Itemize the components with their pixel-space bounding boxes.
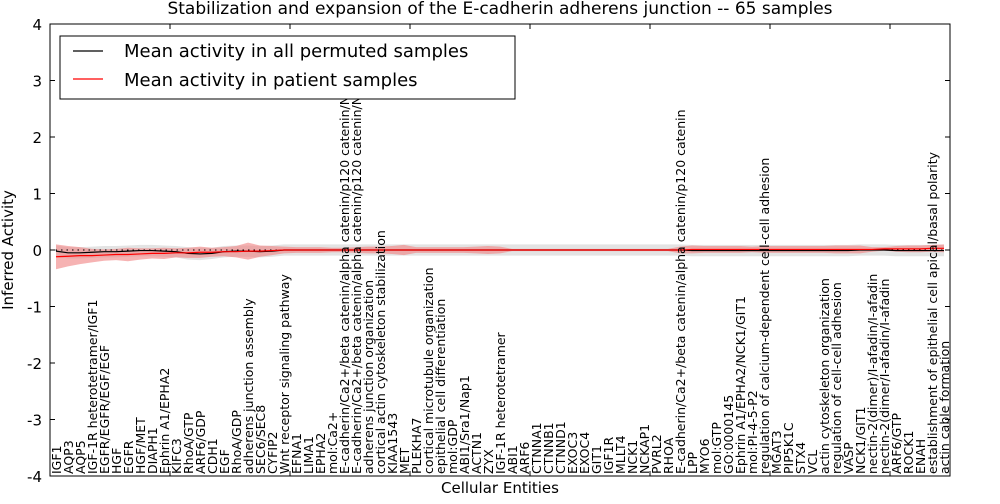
- x-tick-label: RhoA/GTP: [181, 412, 196, 474]
- x-tick-label: GIT1: [589, 445, 604, 474]
- x-tick-label: E-cadherin/Ca2+/beta catenin/alpha caten…: [337, 96, 352, 474]
- x-tick-label: EFNA1: [289, 433, 304, 474]
- x-tick-label: ARF6: [517, 442, 532, 474]
- x-tick-label: PIP5K1C: [781, 422, 796, 474]
- x-tick-label: AQP5: [73, 440, 88, 474]
- x-tick-label: NCK1: [625, 440, 640, 474]
- x-tick-label: MYO6: [697, 438, 712, 474]
- x-tick-label: MGAT3: [769, 430, 784, 474]
- y-tick-label: 4: [32, 16, 42, 34]
- x-tick-label: adherens junction assembly: [241, 298, 256, 474]
- x-axis-label: Cellular Entities: [441, 479, 559, 497]
- x-tick-label: nectin-2(dimer)/I-afadin/I-afadin: [865, 274, 880, 474]
- x-tick-label: adherens junction organization: [361, 280, 376, 474]
- x-tick-label: AQP3: [61, 440, 76, 474]
- x-tick-label: Ephrin A1/EPHA2/NCK1/GIT1: [733, 296, 748, 474]
- x-tick-label: NCKAP1: [637, 424, 652, 474]
- x-tick-label: CYFIP2: [265, 431, 280, 474]
- x-tick-label: DIAPH1: [145, 427, 160, 474]
- chart-title: Stabilization and expansion of the E-cad…: [167, 0, 832, 19]
- x-tick-label: ABI1: [505, 445, 520, 474]
- x-tick-label: NCK1/GIT1: [853, 407, 868, 474]
- x-tick-label: regulation of calcium-dependent cell-cel…: [757, 158, 772, 474]
- legend-label-permuted: Mean activity in all permuted samples: [124, 41, 468, 62]
- x-tick-label: SEC6/SEC8: [253, 405, 268, 474]
- y-tick-label: 0: [32, 242, 42, 260]
- x-tick-label: IGF-1R heterotetramer: [493, 331, 508, 474]
- x-tick-label: CDH1: [205, 438, 220, 474]
- x-tick-label: Wnt receptor signaling pathway: [277, 274, 292, 474]
- x-tick-label: PVRL2: [649, 434, 664, 474]
- x-tick-label: IGF-1R heterotetramer/IGF1: [85, 300, 100, 474]
- y-axis-label: Inferred Activity: [0, 190, 17, 310]
- x-tick-label: MLLT4: [613, 435, 628, 474]
- x-tick-label: ARF6/GTP: [889, 413, 904, 474]
- legend-box: [59, 35, 516, 100]
- x-tick-label: actin cytoskeleton organization: [817, 278, 832, 474]
- x-tick-label: MET: [397, 447, 412, 474]
- x-tick-label: RHOA: [661, 437, 676, 474]
- x-tick-label: cortical actin cytoskeleton stabilizatio…: [373, 230, 388, 474]
- x-tick-label: PLEKHA7: [409, 417, 424, 474]
- x-tick-label: CTNNB1: [541, 422, 556, 474]
- x-tick-label: KIFC3: [169, 438, 184, 474]
- x-tick-label: RhoA/GDP: [229, 410, 244, 474]
- x-tick-label: LIMA1: [301, 436, 316, 474]
- x-tick-label: CTNNA1: [529, 422, 544, 474]
- x-tick-label: ENAH: [913, 439, 928, 474]
- x-tick-label: ARF6/GDP: [193, 410, 208, 474]
- patient-mean-line: [55, 247, 944, 258]
- x-tick-label: STX4: [793, 442, 808, 474]
- x-tick-label: GO:0000145: [721, 395, 736, 474]
- x-tick-label: mol:Ca2+: [325, 412, 340, 474]
- x-tick-label: EGF: [217, 449, 232, 474]
- y-tick-label: 3: [32, 73, 42, 91]
- x-tick-label: mol:PI-4-5-P2: [745, 390, 760, 474]
- x-tick-label: CTNND1: [553, 421, 568, 474]
- x-tick-label: ABI1/Sra1/Nap1: [457, 375, 472, 474]
- y-tick-label: -4: [27, 468, 42, 486]
- x-tick-label: KIAA1543: [385, 413, 400, 474]
- x-tick-label: VASP: [841, 442, 856, 474]
- legend: Mean activity in all permuted samples Me…: [59, 35, 516, 100]
- x-tick-label: IGF1: [49, 445, 64, 474]
- x-tick-label: mol:GDP: [445, 419, 460, 474]
- x-tick-label: mol:GTP: [709, 422, 724, 474]
- x-tick-label: ROCK1: [901, 431, 916, 474]
- x-tick-label: nectin-2(dimer/I-afadin/I-afadin: [877, 279, 892, 474]
- x-tick-label: establishment of epithelial cell apical/…: [925, 151, 940, 474]
- y-tick-label: 1: [32, 186, 42, 204]
- y-tick-label: -3: [27, 412, 42, 430]
- x-tick-label: EPHA2: [313, 433, 328, 474]
- x-tick-label: ACTN1: [469, 432, 484, 474]
- x-tick-label: LPP: [685, 451, 700, 474]
- x-tick-label: EGFR: [121, 440, 136, 474]
- x-tick-label: actin cable formation: [937, 341, 952, 474]
- x-tick-label: EGFR/EGFR/EGF/EGF: [97, 345, 112, 474]
- x-tick-label: Ephrin A1/EPHA2: [157, 368, 172, 474]
- y-tick-label: -2: [27, 355, 42, 373]
- x-tick-label: E-cadherin/Ca2+/beta catenin/alpha caten…: [673, 109, 688, 474]
- x-tick-label: EXOC4: [577, 432, 592, 474]
- legend-label-patient: Mean activity in patient samples: [124, 70, 418, 91]
- x-tick-label: cortical microtubule organization: [421, 267, 436, 474]
- x-tick-label: HGF/MET: [133, 417, 148, 474]
- x-tick-label: IGF1R: [601, 436, 616, 474]
- y-tick-label: -1: [27, 299, 42, 317]
- x-tick-label: VCL: [805, 450, 820, 474]
- x-tick-label: HGF: [109, 448, 124, 474]
- y-tick-label: 2: [32, 129, 42, 147]
- x-tick-label: EXOC3: [565, 432, 580, 474]
- x-tick-label: ZYX: [481, 449, 496, 474]
- x-tick-label: E-cadherin/Ca2+/beta catenin/alpha caten…: [349, 83, 364, 474]
- x-tick-label: epithelial cell differentiation: [433, 299, 448, 474]
- x-tick-label: regulation of cell-cell adhesion: [829, 282, 844, 474]
